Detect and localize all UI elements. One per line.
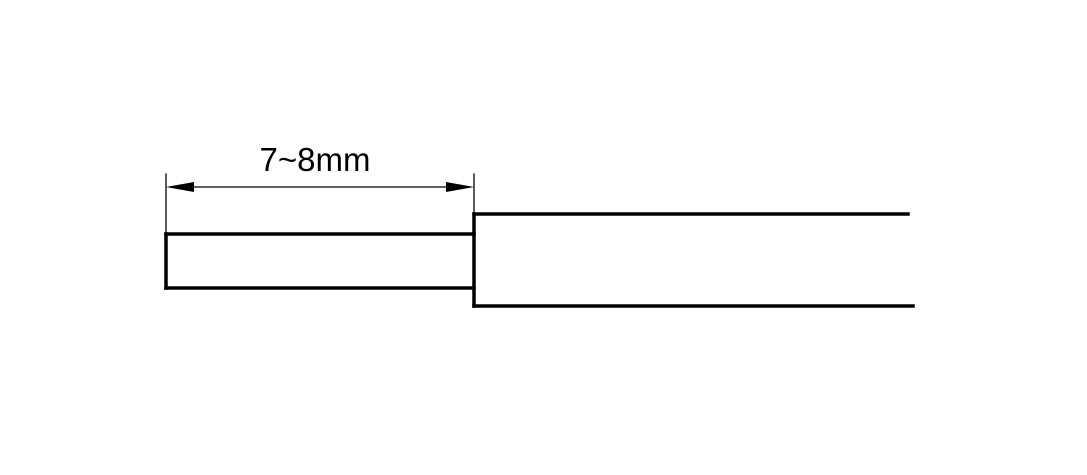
- arrowhead-right: [446, 182, 474, 192]
- dimension-label: 7~8mm: [260, 141, 371, 178]
- dimension-annotation: 7~8mm: [165, 141, 475, 235]
- insulated-cable: [472, 212, 915, 308]
- arrowhead-left: [166, 182, 194, 192]
- stripped-conductor: [164, 232, 476, 290]
